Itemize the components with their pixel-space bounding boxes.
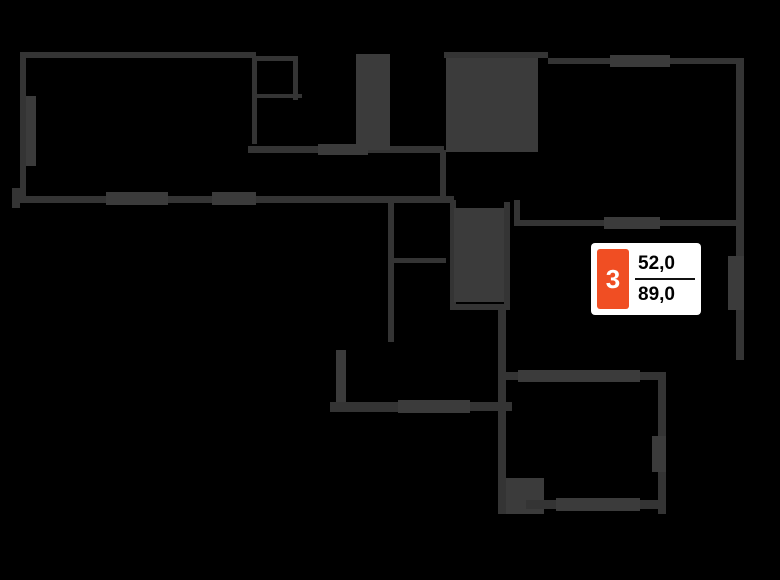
wall-segment	[446, 58, 538, 152]
wall-segment	[556, 498, 640, 511]
wall-segment	[444, 52, 548, 58]
wall-segment	[12, 188, 20, 208]
wall-segment	[394, 258, 446, 263]
area-divider	[635, 278, 695, 280]
wall-segment	[12, 196, 392, 203]
wall-segment	[106, 192, 168, 205]
wall-segment	[252, 56, 298, 61]
rooms-badge: 3	[597, 249, 629, 309]
wall-segment	[330, 402, 398, 412]
wall-segment	[356, 54, 390, 150]
unit-info-card[interactable]: 3 52,0 89,0	[591, 243, 701, 315]
wall-segment	[504, 202, 510, 308]
wall-segment	[336, 350, 346, 410]
wall-segment	[20, 52, 26, 202]
wall-segment	[252, 56, 257, 144]
wall-segment	[388, 200, 394, 342]
wall-segment	[728, 256, 744, 310]
wall-segment	[20, 52, 256, 58]
wall-segment	[440, 150, 446, 202]
wall-segment	[454, 208, 504, 302]
wall-segment	[252, 94, 302, 98]
living-area-value: 52,0	[638, 253, 675, 274]
wall-segment	[514, 200, 520, 226]
wall-segment	[498, 306, 506, 514]
wall-segment	[293, 56, 298, 100]
wall-segment	[26, 96, 36, 166]
wall-segment	[212, 192, 256, 205]
wall-segment	[610, 55, 670, 67]
wall-segment	[318, 144, 368, 155]
wall-segment	[398, 400, 470, 413]
wall-segment	[450, 200, 456, 310]
areas-column: 52,0 89,0	[635, 249, 695, 309]
wall-segment	[450, 304, 510, 310]
wall-segment	[518, 370, 640, 382]
wall-segment	[604, 217, 660, 229]
wall-segment	[392, 196, 454, 203]
wall-segment	[736, 58, 744, 360]
total-area-value: 89,0	[638, 284, 675, 305]
wall-segment	[652, 436, 666, 472]
